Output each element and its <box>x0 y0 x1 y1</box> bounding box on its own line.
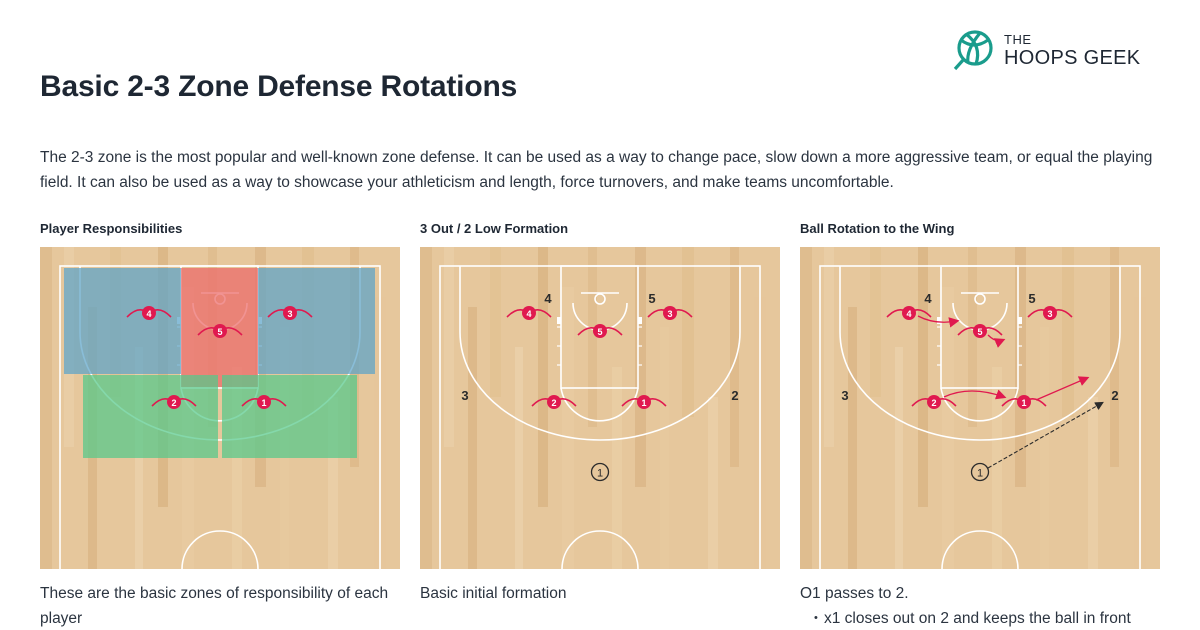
defender-2: 2 <box>911 394 957 410</box>
svg-text:4: 4 <box>906 309 911 319</box>
pass-arrow <box>987 401 1104 469</box>
movement-arrows <box>917 315 1090 401</box>
svg-text:4: 4 <box>924 291 932 306</box>
ball-handler-1: 1 <box>590 462 610 482</box>
svg-text:3: 3 <box>287 309 292 319</box>
defender-3: 3 <box>1027 305 1073 321</box>
svg-text:5: 5 <box>977 327 982 337</box>
panel-3-out-2-low: 3 Out / 2 Low Formation 4 5 3 2 1 4 3 5 … <box>420 220 780 606</box>
defender-3: 3 <box>267 305 313 321</box>
panel-caption: O1 passes to 2. <box>800 585 909 602</box>
caption-bullets: x1 closes out on 2 and keeps the ball in… <box>814 606 1160 630</box>
panel-title: Ball Rotation to the Wing <box>800 221 955 236</box>
zone-top-left <box>64 268 181 374</box>
logo[interactable]: THE HOOPS GEEK <box>952 28 1140 72</box>
defender-5: 5 <box>577 323 623 339</box>
court-diagram: 4 5 3 2 1 4 3 5 2 1 <box>800 247 1160 569</box>
svg-text:5: 5 <box>217 327 222 337</box>
svg-text:2: 2 <box>931 398 936 408</box>
svg-text:3: 3 <box>667 309 672 319</box>
defender-5: 5 <box>197 323 243 339</box>
defender-1: 1 <box>241 394 287 410</box>
defender-4: 4 <box>506 305 552 321</box>
svg-text:1: 1 <box>1021 398 1026 408</box>
ball-handler-1: 1 <box>970 462 990 482</box>
defender-3: 3 <box>647 305 693 321</box>
svg-text:5: 5 <box>597 327 602 337</box>
defender-4: 4 <box>126 305 172 321</box>
defender-5: 5 <box>957 323 1003 339</box>
intro-paragraph: The 2-3 zone is the most popular and wel… <box>40 149 1153 191</box>
page-title: Basic 2-3 Zone Defense Rotations <box>40 70 518 103</box>
svg-text:3: 3 <box>841 388 848 403</box>
defender-2: 2 <box>151 394 197 410</box>
svg-text:4: 4 <box>544 291 552 306</box>
panel-caption: Basic initial formation <box>420 585 567 602</box>
svg-text:4: 4 <box>526 309 531 319</box>
offense-labels: 4 5 3 2 <box>841 291 1118 403</box>
svg-text:2: 2 <box>551 398 556 408</box>
svg-text:2: 2 <box>1111 388 1118 403</box>
panel-title: Player Responsibilities <box>40 221 183 236</box>
court-diagram: 4 5 3 2 1 4 3 5 2 1 <box>420 247 780 569</box>
zone-top-right <box>258 268 375 374</box>
defender-4: 4 <box>886 305 932 321</box>
svg-text:2: 2 <box>171 398 176 408</box>
zone-bottom-left <box>83 375 218 458</box>
logo-line1: THE <box>1004 31 1032 47</box>
basketball-icon <box>953 30 993 71</box>
svg-text:4: 4 <box>146 309 151 319</box>
svg-text:3: 3 <box>461 388 468 403</box>
court-diagram: 4 3 5 2 1 <box>40 247 400 569</box>
defender-2: 2 <box>531 394 577 410</box>
panel-title: 3 Out / 2 Low Formation <box>420 221 569 236</box>
zone-bottom-right <box>222 375 357 458</box>
offense-labels: 4 5 3 2 <box>461 291 738 403</box>
svg-text:1: 1 <box>641 398 646 408</box>
svg-text:1: 1 <box>261 398 266 408</box>
caption-bullet: x1 closes out on 2 and keeps the ball in… <box>814 606 1160 630</box>
defender-1: 1 <box>1001 394 1047 410</box>
svg-text:5: 5 <box>648 291 655 306</box>
logo-line2: HOOPS GEEK <box>1004 46 1141 69</box>
svg-text:5: 5 <box>1028 291 1035 306</box>
panel-ball-rotation-wing: Ball Rotation to the Wing 4 5 3 2 1 4 3 … <box>800 220 1160 630</box>
svg-text:3: 3 <box>1047 309 1052 319</box>
panel-caption: These are the basic zones of responsibil… <box>40 585 389 627</box>
svg-text:1: 1 <box>597 468 603 480</box>
defender-1: 1 <box>621 394 667 410</box>
svg-text:2: 2 <box>731 388 738 403</box>
panel-player-responsibilities: Player Responsibilities 4 3 5 2 1 These … <box>40 220 400 630</box>
svg-text:1: 1 <box>977 468 983 480</box>
